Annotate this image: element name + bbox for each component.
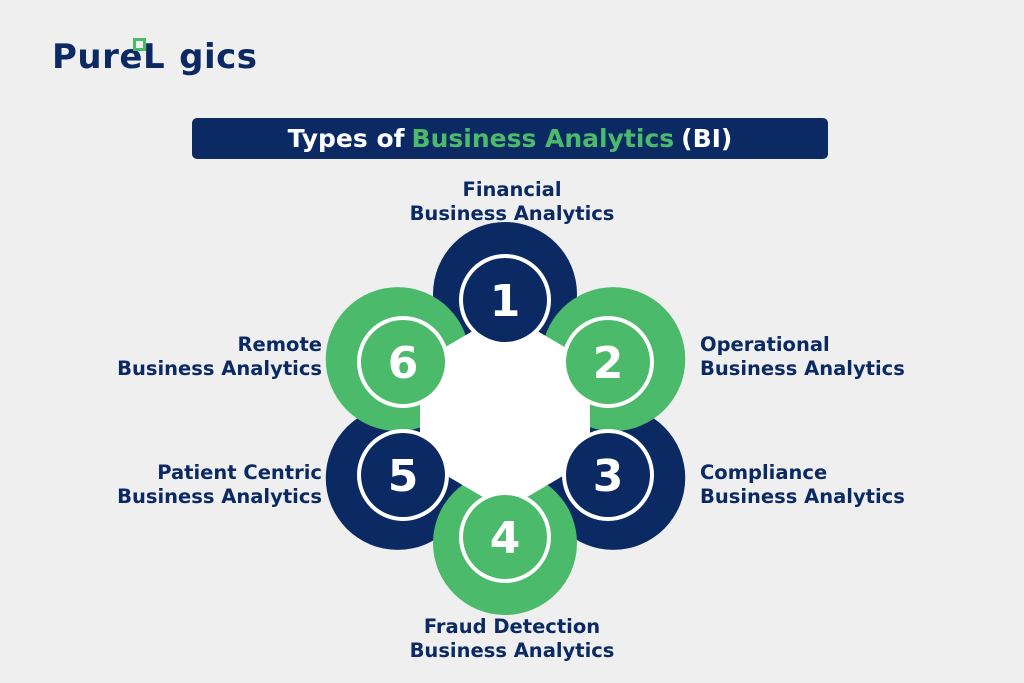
node-number-5: 5 (388, 451, 419, 502)
center-hexagon (420, 312, 590, 510)
number-node-6: 6 (357, 316, 449, 408)
title-prefix: Types of (287, 124, 405, 153)
label-compliance: Compliance Business Analytics (700, 461, 905, 509)
node-number-6: 6 (388, 338, 419, 389)
label-patient-line2: Business Analytics (117, 485, 322, 508)
label-operational-line2: Business Analytics (700, 357, 905, 380)
label-remote-line2: Business Analytics (117, 357, 322, 380)
title-suffix: (BI) (681, 124, 733, 153)
label-patient-centric: Patient Centric Business Analytics (117, 461, 322, 509)
logo-square-icon (133, 38, 146, 51)
label-fraud-line1: Fraud Detection (423, 615, 601, 638)
number-node-2: 2 (562, 316, 654, 408)
number-node-5: 5 (357, 429, 449, 521)
node-number-4: 4 (490, 513, 521, 564)
label-operational-line1: Operational (700, 333, 830, 356)
label-compliance-line1: Compliance (700, 461, 828, 484)
label-fraud-detection: Fraud Detection Business Analytics (410, 615, 615, 663)
label-remote-line1: Remote (237, 333, 322, 356)
label-remote: Remote Business Analytics (117, 333, 322, 381)
number-node-3: 3 (562, 429, 654, 521)
node-fill-2 (566, 320, 650, 404)
number-nodes: 1 2 3 4 5 6 (357, 254, 654, 583)
node-fill-1 (463, 258, 547, 342)
node-number-1: 1 (490, 276, 521, 327)
logo-text-tail: gics (179, 37, 258, 77)
number-node-4: 4 (459, 491, 551, 583)
node-fill-6 (361, 320, 445, 404)
label-patient-line1: Patient Centric (157, 461, 322, 484)
node-fill-5 (361, 433, 445, 517)
node-number-3: 3 (593, 451, 624, 502)
label-operational: Operational Business Analytics (700, 333, 905, 381)
node-number-2: 2 (593, 338, 624, 389)
node-fill-4 (463, 495, 547, 579)
number-node-1: 1 (459, 254, 551, 346)
label-compliance-line2: Business Analytics (700, 485, 905, 508)
label-fraud-line2: Business Analytics (409, 639, 615, 662)
label-financial-line1: Financial (462, 178, 562, 201)
label-financial-line2: Business Analytics (409, 202, 615, 225)
title-banner: Types of Business Analytics (BI) (192, 118, 828, 159)
label-financial: Financial Business Analytics (410, 178, 615, 226)
node-fill-3 (566, 433, 650, 517)
title-highlight: Business Analytics (411, 124, 675, 153)
